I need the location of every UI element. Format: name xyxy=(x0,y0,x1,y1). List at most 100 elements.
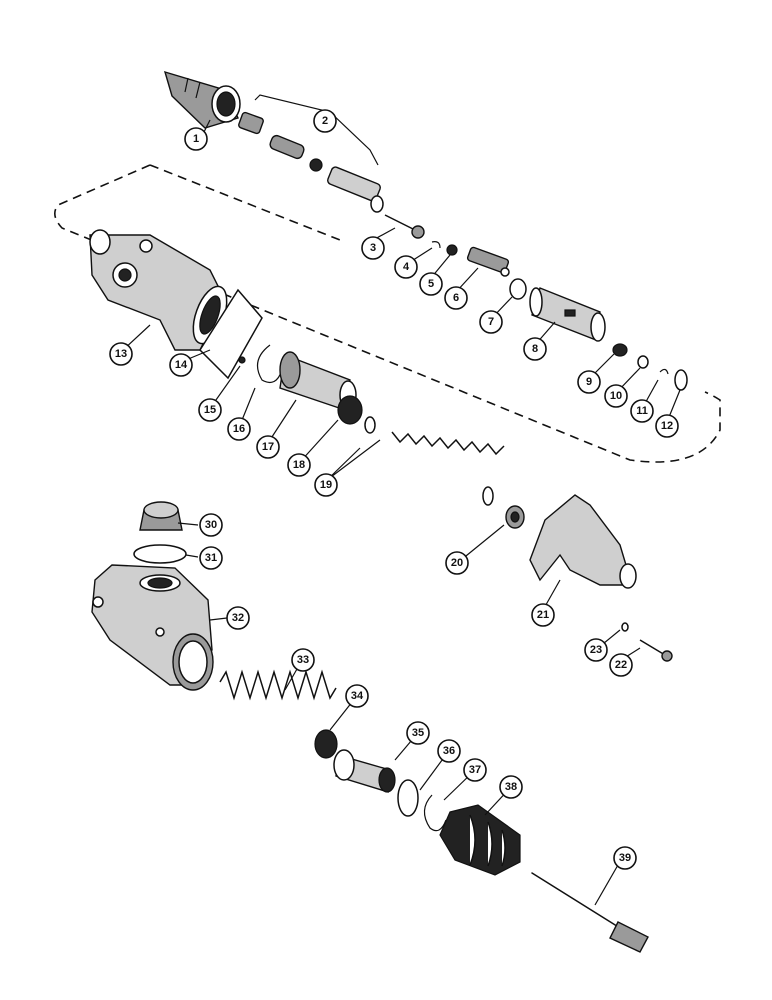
part-7-o-ring xyxy=(509,278,527,300)
assembly-group-boundary-top xyxy=(149,164,341,241)
callout-20: 20 xyxy=(445,551,469,575)
part-2-valve-assembly xyxy=(238,94,384,213)
callout-31: 31 xyxy=(199,546,223,570)
callout-14: 14 xyxy=(169,353,193,377)
callout-number: 4 xyxy=(403,261,410,273)
callout-number: 6 xyxy=(453,292,459,304)
part-38-boot xyxy=(439,804,521,876)
part-8-sleeve xyxy=(529,287,606,342)
callout-number: 15 xyxy=(204,404,216,416)
callout-3: 3 xyxy=(361,236,385,260)
callout-number: 31 xyxy=(205,552,217,564)
callout-39: 39 xyxy=(613,846,637,870)
part-23-washer xyxy=(621,622,629,632)
part-10-washer xyxy=(637,355,649,369)
callout-number: 7 xyxy=(488,316,494,328)
callout-number: 37 xyxy=(469,764,481,776)
callout-35: 35 xyxy=(406,721,430,745)
callout-37: 37 xyxy=(463,758,487,782)
assembly-group-boundary xyxy=(54,164,721,463)
callout-4: 4 xyxy=(394,255,418,279)
part-16-snap-ring xyxy=(256,344,283,383)
callout-number: 12 xyxy=(661,420,673,432)
callout-36: 36 xyxy=(437,739,461,763)
callout-9: 9 xyxy=(577,370,601,394)
callout-34: 34 xyxy=(345,684,369,708)
part-14-gasket xyxy=(199,288,263,380)
callout-number: 39 xyxy=(619,852,631,864)
callout-11: 11 xyxy=(630,399,654,423)
callout-16: 16 xyxy=(227,417,251,441)
callout-number: 34 xyxy=(351,690,364,702)
callout-1: 1 xyxy=(184,127,208,151)
part-33-spring xyxy=(219,669,337,701)
part-18-seal xyxy=(337,395,363,425)
callout-number: 17 xyxy=(262,441,274,453)
callout-13: 13 xyxy=(109,342,133,366)
part-32-cylinder-body xyxy=(91,564,214,691)
part-21-end-housing xyxy=(529,494,637,589)
part-3-pin xyxy=(384,214,425,239)
callout-number: 19 xyxy=(320,479,332,491)
part-19-spring xyxy=(364,416,505,506)
part-36-washer xyxy=(397,779,419,817)
callout-number: 10 xyxy=(610,390,622,402)
part-37-lock-ring xyxy=(423,794,447,832)
callout-number: 9 xyxy=(586,376,592,388)
callout-number: 11 xyxy=(636,405,648,417)
callout-number: 32 xyxy=(232,612,244,624)
part-30-plug xyxy=(139,501,183,531)
part-9-spring-seat xyxy=(612,343,628,357)
callout-30: 30 xyxy=(199,513,223,537)
callout-number: 13 xyxy=(115,348,127,360)
callout-2: 2 xyxy=(313,109,337,133)
part-35-piston xyxy=(333,749,396,793)
callout-10: 10 xyxy=(604,384,628,408)
callout-number: 23 xyxy=(590,644,602,656)
callout-number: 30 xyxy=(205,519,217,531)
callout-22: 22 xyxy=(609,653,633,677)
callout-number: 5 xyxy=(428,278,434,290)
callout-number: 21 xyxy=(537,609,549,621)
part-6-valve-stem xyxy=(466,246,510,277)
callout-number: 35 xyxy=(412,727,424,739)
part-17-piston xyxy=(279,351,357,411)
callout-number: 33 xyxy=(297,654,309,666)
part-34-cup xyxy=(314,729,338,759)
callout-12: 12 xyxy=(655,414,679,438)
callout-18: 18 xyxy=(287,453,311,477)
part-4-snap-ring xyxy=(431,241,441,249)
part-15-ball xyxy=(238,356,246,364)
part-20-nut xyxy=(505,505,525,529)
callout-23: 23 xyxy=(584,638,608,662)
callout-19: 19 xyxy=(314,473,338,497)
callout-6: 6 xyxy=(444,286,468,310)
part-31-gasket xyxy=(133,544,187,564)
callout-number: 8 xyxy=(532,343,538,355)
callout-number: 18 xyxy=(293,459,305,471)
callout-21: 21 xyxy=(531,603,555,627)
callout-number: 14 xyxy=(175,359,188,371)
callout-8: 8 xyxy=(523,337,547,361)
callout-number: 16 xyxy=(233,423,245,435)
callout-number: 38 xyxy=(505,781,517,793)
part-39-push-rod xyxy=(531,872,649,953)
callout-number: 3 xyxy=(370,242,376,254)
callout-7: 7 xyxy=(479,310,503,334)
part-11-retaining-ring xyxy=(659,368,669,375)
callout-number: 22 xyxy=(615,659,627,671)
callout-number: 1 xyxy=(193,133,199,145)
callout-17: 17 xyxy=(256,435,280,459)
part-5-washer xyxy=(446,244,458,256)
part-22-bolt xyxy=(639,639,673,662)
callout-number: 20 xyxy=(451,557,463,569)
callout-33: 33 xyxy=(291,648,315,672)
callout-5: 5 xyxy=(419,272,443,296)
callout-15: 15 xyxy=(198,398,222,422)
callout-32: 32 xyxy=(226,606,250,630)
callout-number: 36 xyxy=(443,745,455,757)
callout-38: 38 xyxy=(499,775,523,799)
part-1-boot xyxy=(163,70,241,129)
part-12-snap-ring xyxy=(674,369,688,391)
